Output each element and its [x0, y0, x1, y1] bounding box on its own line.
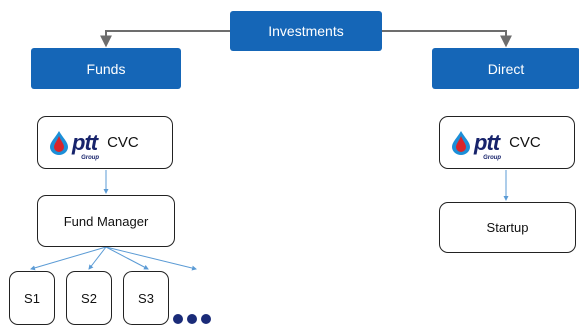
ptt-wordmark: ptt — [72, 129, 98, 155]
ellipsis-dot — [201, 314, 211, 324]
ptt-group-text: Group — [483, 154, 502, 161]
connector-fm-s1 — [30, 246, 107, 271]
fund-manager-label: Fund Manager — [63, 213, 149, 229]
funds-node: Funds — [31, 48, 181, 89]
cvc-label: CVC — [509, 134, 541, 151]
connector-investments-funds — [100, 30, 230, 48]
ellipsis-dot — [187, 314, 197, 324]
funds-label: Funds — [86, 60, 126, 77]
s1-label: S1 — [24, 290, 40, 306]
connector-fm-more — [105, 246, 197, 271]
investments-label: Investments — [268, 23, 344, 39]
ptt-flame-icon — [50, 130, 68, 155]
direct-label: Direct — [487, 60, 525, 77]
startup-label: Startup — [486, 220, 529, 235]
s1-node: S1 — [9, 271, 55, 325]
connector-fm-s2 — [88, 246, 107, 270]
ellipsis-dot — [173, 314, 183, 324]
s3-node: S3 — [123, 271, 169, 325]
fund-manager-node: Fund Manager — [37, 195, 175, 247]
cvc-label: CVC — [107, 134, 139, 151]
s2-node: S2 — [66, 271, 112, 325]
startup-node: Startup — [439, 202, 576, 253]
connector-fm-s3 — [105, 246, 149, 270]
ptt-group-text: Group — [81, 154, 100, 161]
ptt-wordmark: ptt — [474, 129, 500, 155]
connector-investments-direct — [382, 30, 512, 48]
ptt-flame-icon — [452, 130, 470, 155]
investments-node: Investments — [230, 11, 382, 51]
direct-node: Direct — [432, 48, 579, 89]
s3-label: S3 — [138, 290, 154, 306]
s2-label: S2 — [81, 290, 97, 306]
